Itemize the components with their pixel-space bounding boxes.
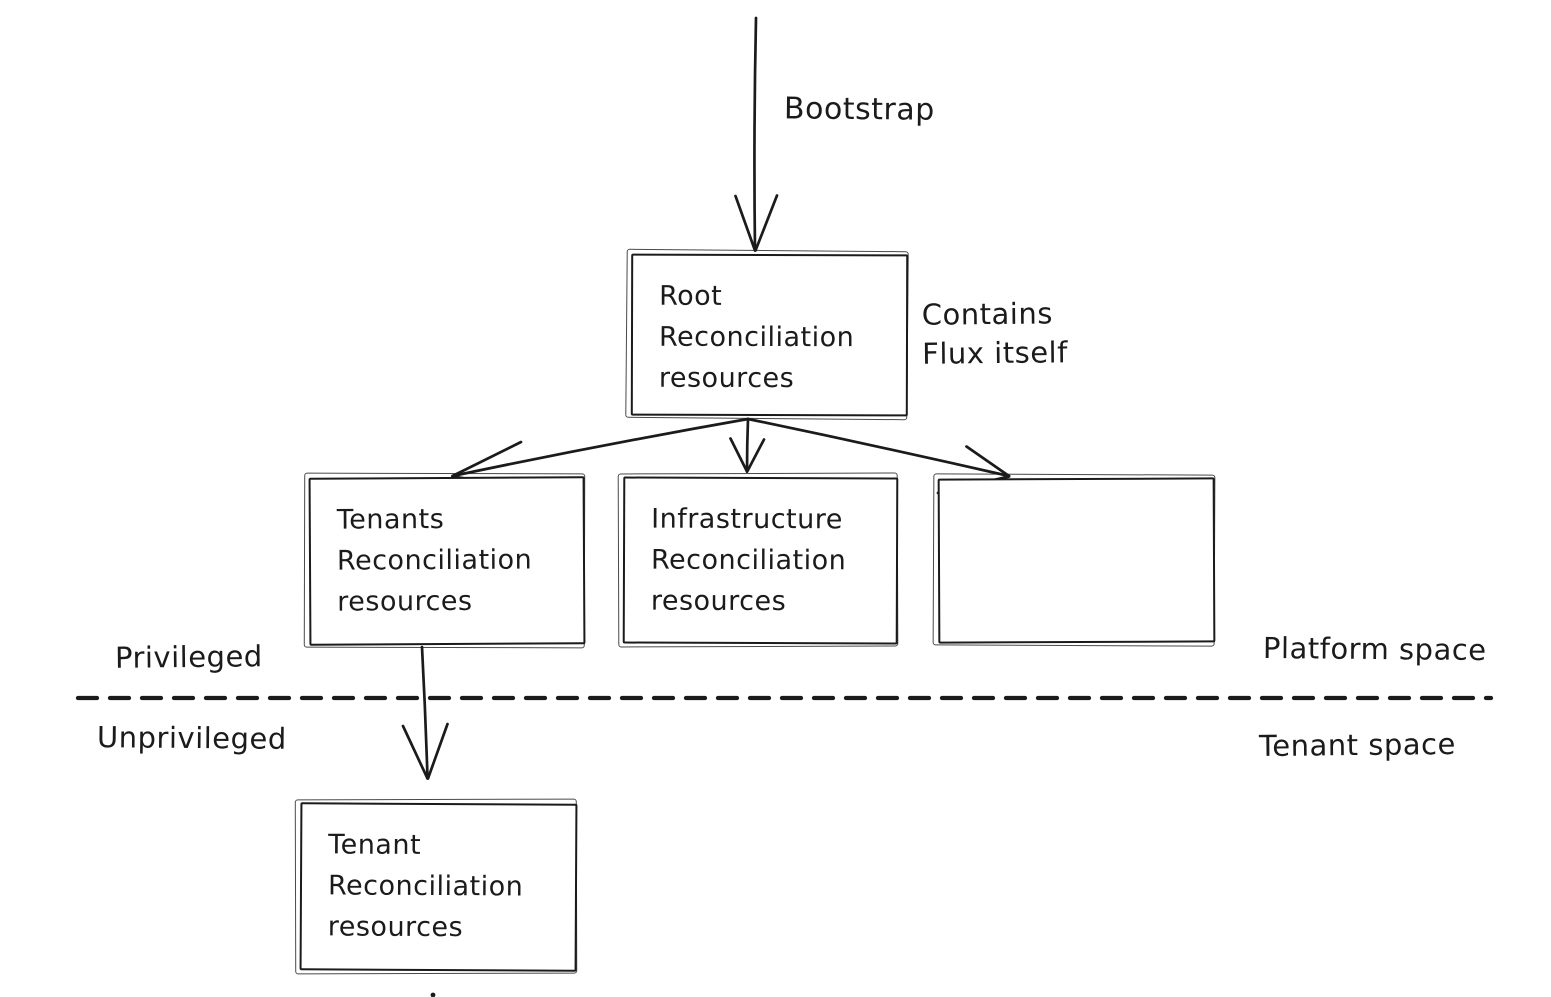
- bootstrap-arrow-label: Bootstrap: [783, 91, 935, 128]
- node-unlabeled: [937, 477, 1216, 644]
- node-tenants-reconciliation: Tenants Reconciliation resources: [308, 476, 586, 646]
- zone-label-privileged: Privileged: [114, 639, 263, 675]
- node-tenants-label: Tenants Reconciliation resources: [336, 504, 533, 618]
- node-infrastructure-reconciliation: Infrastructure Reconciliation resources: [622, 476, 899, 645]
- node-tenant-label: Tenant Reconciliation resources: [327, 829, 524, 944]
- node-root-reconciliation: Root Reconciliation resources: [630, 253, 909, 417]
- node-root-label: Root Reconciliation resources: [658, 280, 855, 395]
- node-tenant-reconciliation: Tenant Reconciliation resources: [299, 802, 578, 972]
- bootstrap-arrow: [734, 16, 779, 252]
- root-to-infrastructure-arrow: [729, 417, 766, 473]
- zone-label-platform-space: Platform space: [1262, 631, 1487, 667]
- root-node-annotation: Contains Flux itself: [921, 296, 1069, 371]
- tenants-to-tenant-arrow: [401, 645, 449, 780]
- zone-label-tenant-space: Tenant space: [1258, 726, 1456, 764]
- tenant-outgoing-arrow-start-dot: [430, 992, 436, 997]
- zone-label-unprivileged: Unprivileged: [96, 720, 287, 756]
- node-infrastructure-label: Infrastructure Reconciliation resources: [650, 503, 847, 618]
- node-unlabeled-label: [940, 479, 1213, 500]
